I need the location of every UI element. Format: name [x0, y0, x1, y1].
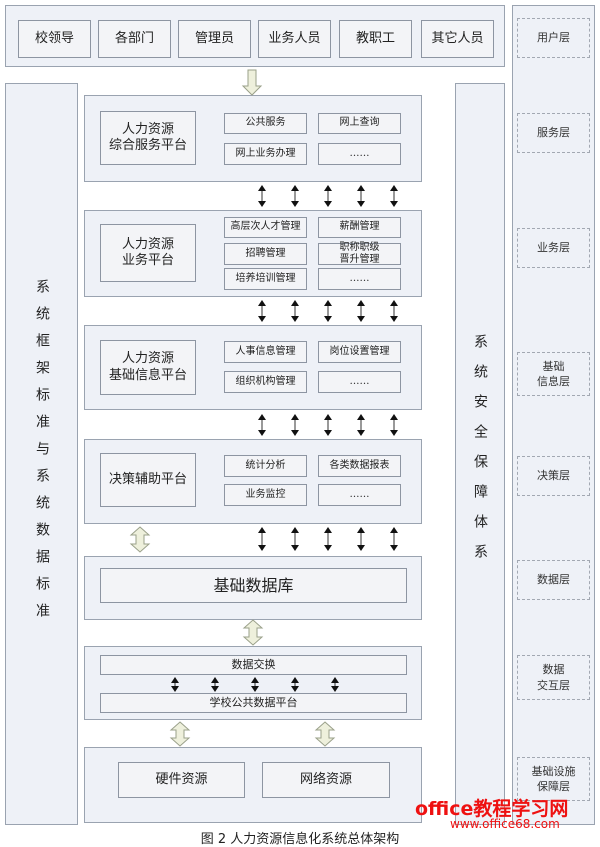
user-1: 各部门: [98, 20, 171, 58]
user-3: 业务人员: [258, 20, 331, 58]
bidirectional-arrow-icon: [390, 414, 398, 436]
bidirectional-arrow-icon: [291, 527, 299, 551]
down-arrow-icon: [241, 69, 263, 96]
platform-item: 人事信息管理: [224, 341, 307, 363]
platform-item: 各类数据报表: [318, 455, 401, 477]
platform-item: 网上查询: [318, 113, 401, 134]
bidirectional-arrow-icon: [357, 185, 365, 207]
platform-item: ……: [318, 143, 401, 165]
platform-item: 招聘管理: [224, 243, 307, 265]
platform-item: 高层次人才管理: [224, 217, 307, 238]
layer-label: 业务层: [517, 228, 590, 268]
platform-title: 决策辅助平台: [100, 453, 196, 507]
bidirectional-arrow-icon: [211, 677, 219, 692]
platform-item: 职称职级 晋升管理: [318, 242, 401, 265]
platform-item: 网上业务办理: [224, 143, 307, 165]
layer-column: [512, 5, 595, 825]
security-panel: [455, 83, 505, 825]
bidirectional-arrow-icon: [291, 677, 299, 692]
layer-label: 数据层: [517, 560, 590, 600]
user-2: 管理员: [178, 20, 251, 58]
bidirectional-arrow-icon: [258, 300, 266, 322]
framework-standard-label: 系统框架标准与系统数据标准: [34, 278, 50, 630]
bidirectional-arrow-icon: [357, 300, 365, 322]
bidirectional-arrow-icon: [291, 414, 299, 436]
public-data-platform: 学校公共数据平台: [100, 693, 407, 713]
database-box: 基础数据库: [100, 568, 407, 603]
bidirectional-arrow-icon: [291, 300, 299, 322]
user-4: 教职工: [339, 20, 412, 58]
user-5: 其它人员: [421, 20, 494, 58]
bidirectional-arrow-icon: [291, 185, 299, 207]
watermark-title: office教程学习网: [415, 798, 569, 820]
bidirectional-arrow-icon: [258, 185, 266, 207]
platform-item: 业务监控: [224, 484, 307, 506]
platform-title: 人力资源 综合服务平台: [100, 111, 196, 165]
platform-title: 人力资源 业务平台: [100, 224, 196, 282]
bidirectional-arrow-icon: [324, 300, 332, 322]
platform-item: 培养培训管理: [224, 268, 307, 290]
layer-label: 基础 信息层: [517, 352, 590, 396]
bidirectional-arrow-icon: [251, 677, 259, 692]
layer-label: 数据 交互层: [517, 655, 590, 700]
bidirectional-arrow-icon: [390, 527, 398, 551]
bidirectional-arrow-icon: [331, 677, 339, 692]
bidirectional-arrow-icon: [258, 527, 266, 551]
hollow-double-arrow-icon: [169, 721, 191, 747]
hollow-double-arrow-icon: [129, 526, 151, 553]
bidirectional-arrow-icon: [390, 300, 398, 322]
bidirectional-arrow-icon: [324, 414, 332, 436]
platform-item: 公共服务: [224, 113, 307, 134]
hollow-double-arrow-icon: [314, 721, 336, 747]
platform-item: 组织机构管理: [224, 371, 307, 393]
layer-label: 基础设施 保障层: [517, 757, 590, 801]
platform-item: ……: [318, 484, 401, 506]
hollow-double-arrow-icon: [242, 619, 264, 646]
platform-item: 岗位设置管理: [318, 341, 401, 363]
framework-standard-panel: [5, 83, 78, 825]
hardware-resources: 硬件资源: [118, 762, 245, 798]
layer-label: 服务层: [517, 113, 590, 153]
bidirectional-arrow-icon: [258, 414, 266, 436]
platform-item: ……: [318, 268, 401, 290]
network-resources: 网络资源: [262, 762, 390, 798]
bidirectional-arrow-icon: [324, 527, 332, 551]
platform-item: 薪酬管理: [318, 217, 401, 238]
data-exchange: 数据交换: [100, 655, 407, 675]
security-label: 系统安全保障体系: [472, 334, 488, 574]
bidirectional-arrow-icon: [324, 185, 332, 207]
bidirectional-arrow-icon: [357, 527, 365, 551]
bidirectional-arrow-icon: [390, 185, 398, 207]
user-0: 校领导: [18, 20, 91, 58]
layer-label: 用户层: [517, 18, 590, 58]
bidirectional-arrow-icon: [357, 414, 365, 436]
platform-title: 人力资源 基础信息平台: [100, 340, 196, 395]
layer-label: 决策层: [517, 456, 590, 496]
platform-item: ……: [318, 371, 401, 393]
bidirectional-arrow-icon: [171, 677, 179, 692]
platform-item: 统计分析: [224, 455, 307, 477]
watermark-url: www.office68.com: [450, 817, 560, 831]
figure-caption: 图 2 人力资源信息化系统总体架构: [200, 832, 400, 847]
